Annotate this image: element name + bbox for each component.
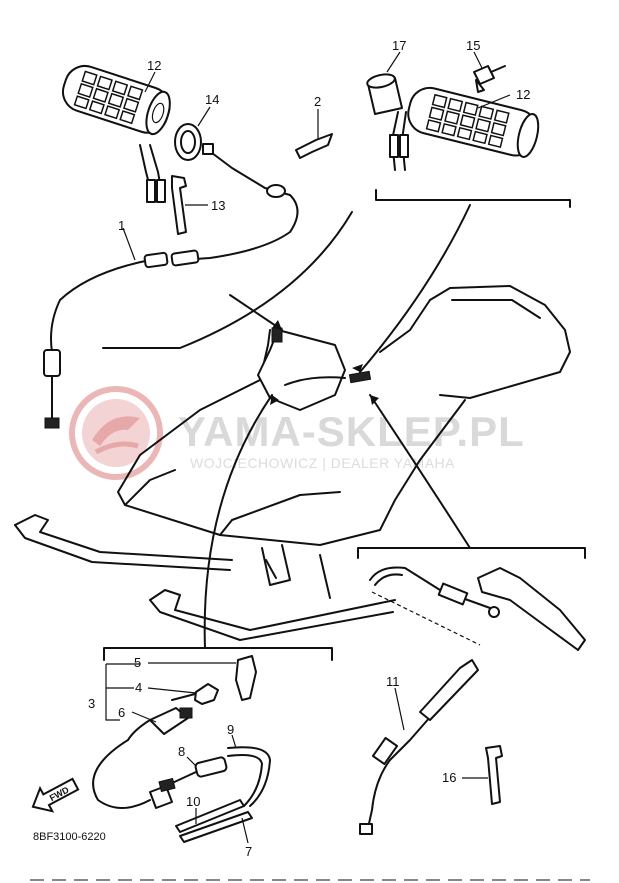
snowmobile-illustration	[14, 285, 571, 641]
right-ski	[149, 589, 396, 631]
watermark: YAMA-SKLEP.PL WOJCIECHOWICZ | DEALER YAM…	[69, 386, 525, 480]
cable-band	[171, 175, 187, 235]
switch-nut	[194, 683, 219, 705]
stop-switch	[127, 707, 193, 741]
callout-3: 3	[88, 696, 95, 711]
grip-end-cap	[366, 73, 403, 115]
right-grip	[407, 86, 540, 158]
seat	[429, 285, 571, 399]
clip	[295, 133, 333, 159]
callout-10: 10	[186, 794, 200, 809]
callout-2: 2	[314, 94, 321, 109]
callout-14: 14	[205, 92, 219, 107]
throttle-lever	[477, 567, 586, 651]
left-ski	[14, 514, 233, 561]
switch-bracket	[235, 655, 257, 701]
callout-9: 9	[227, 722, 234, 737]
watermark-brand: YAMA-SKLEP.PL	[178, 408, 525, 455]
callout-6: 6	[118, 705, 125, 720]
callout-12-right: 12	[516, 87, 530, 102]
figure-code: 8BF3100-6220	[33, 831, 106, 843]
lever-group	[359, 566, 586, 835]
callout-1: 1	[118, 218, 125, 233]
hood	[117, 329, 466, 546]
left-grip	[61, 64, 171, 136]
frame-bottom-right	[357, 547, 586, 559]
callout-4: 4	[135, 680, 142, 695]
callout-8: 8	[178, 744, 185, 759]
frame-bottom-left	[103, 647, 333, 661]
callout-13: 13	[211, 198, 225, 213]
callout-frames	[102, 189, 586, 661]
callout-15: 15	[466, 38, 480, 53]
right-grip-group	[366, 65, 540, 171]
switch-group	[92, 655, 271, 843]
cowl	[257, 329, 346, 411]
left-grip-group	[43, 64, 333, 429]
screw	[473, 65, 506, 93]
callout-16: 16	[442, 770, 456, 785]
lead-10	[175, 799, 245, 833]
fwd-arrow: FWD	[31, 777, 80, 813]
watermark-logo	[69, 386, 163, 480]
callout-12-left: 12	[147, 58, 161, 73]
callout-5: 5	[134, 655, 141, 670]
watermark-subtitle: WOJCIECHOWICZ | DEALER YAMAHA	[190, 455, 455, 471]
throttle-cable-lower	[367, 667, 471, 829]
callout-11: 11	[386, 674, 400, 689]
leader-lines	[122, 51, 511, 844]
cable-band-16	[485, 745, 503, 805]
callout-17: 17	[392, 38, 406, 53]
throttle-stub	[348, 370, 372, 384]
frame-left-grip	[102, 211, 353, 349]
frame-right-grip	[375, 189, 571, 208]
callout-7: 7	[245, 844, 252, 859]
callout-labels: 12 14 2 13 1 17 15 12 5 4 3 6 8 9 10 7 1…	[88, 38, 530, 859]
connector	[158, 756, 228, 793]
throttle-cable	[179, 194, 299, 261]
lead-7	[179, 811, 253, 843]
